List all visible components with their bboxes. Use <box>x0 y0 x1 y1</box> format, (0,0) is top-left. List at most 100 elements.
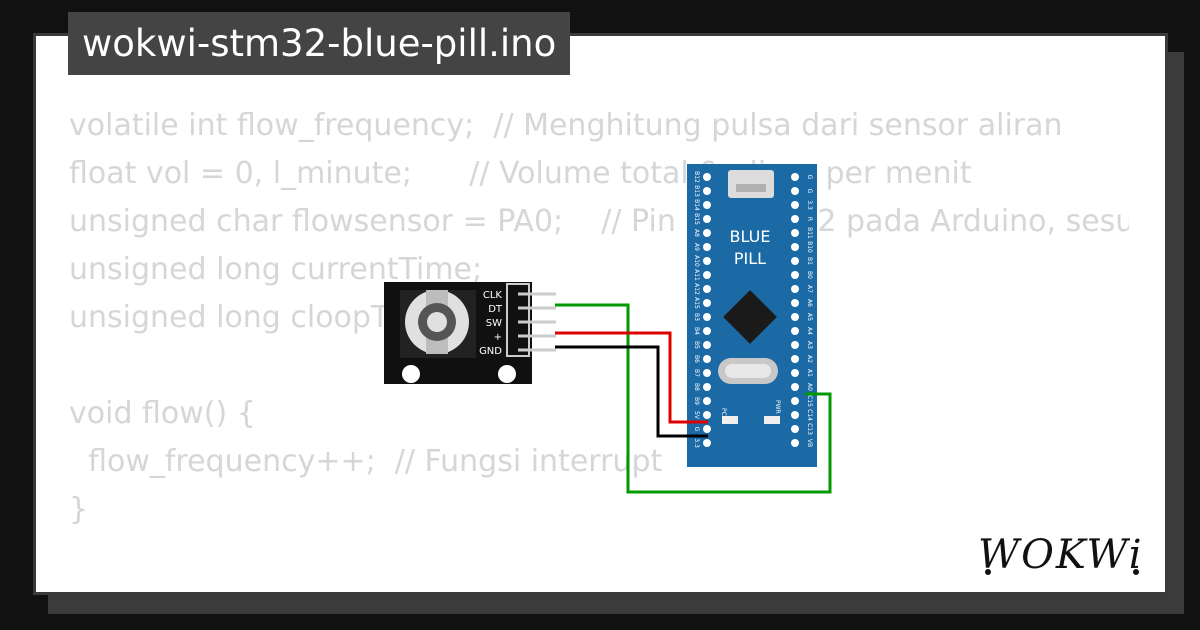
board-pin-label: A11 <box>693 269 700 281</box>
board-pin[interactable] <box>791 397 799 405</box>
wokwi-logo: WOKWi <box>978 532 1144 578</box>
code-preview: volatile int flow_frequency; // Menghitu… <box>69 102 1129 592</box>
board-pin[interactable] <box>703 439 711 447</box>
board-pin[interactable] <box>791 355 799 363</box>
board-pin[interactable] <box>703 215 711 223</box>
board-pin[interactable] <box>703 411 711 419</box>
board-pin[interactable] <box>703 271 711 279</box>
wires[interactable] <box>555 303 832 494</box>
encoder-mount-hole-left <box>402 365 420 383</box>
board-pin[interactable] <box>703 173 711 181</box>
board-pin-label: A1 <box>806 369 813 377</box>
board-pin[interactable] <box>703 397 711 405</box>
board-pin-label: A0 <box>806 383 813 391</box>
board-pin-label: A10 <box>693 255 700 267</box>
wire-clk-to-a0 <box>555 303 832 494</box>
board-pin-label: R <box>806 217 813 221</box>
board-pin[interactable] <box>703 187 711 195</box>
board-pin[interactable] <box>791 425 799 433</box>
board-pin[interactable] <box>791 383 799 391</box>
board-pin[interactable] <box>703 257 711 265</box>
board-pin[interactable] <box>791 439 799 447</box>
board-pin-label: C14 <box>806 409 813 421</box>
project-title: wokwi-stm32-blue-pill.ino <box>68 12 571 75</box>
board-pin[interactable] <box>703 383 711 391</box>
board-pin[interactable] <box>791 285 799 293</box>
board-pin-label: B11 <box>806 227 813 239</box>
led-pwr-label: PWR <box>774 400 781 414</box>
led-pwr <box>764 416 780 424</box>
board-pin-label: B6 <box>693 355 700 363</box>
board-pin-label: 3.3 <box>693 438 700 448</box>
board-pin[interactable] <box>703 425 711 433</box>
board-pin-label: C13 <box>806 423 813 435</box>
board-pin[interactable] <box>791 215 799 223</box>
board-pin[interactable] <box>703 201 711 209</box>
blue-pill-board[interactable]: BLUE PILL PC13 PWR B12B13B14B15A8A9A10A1… <box>687 164 817 467</box>
board-pin-label: A9 <box>693 243 700 251</box>
board-pin-label: B1 <box>806 257 813 265</box>
board-pin[interactable] <box>703 327 711 335</box>
board-pin[interactable] <box>791 257 799 265</box>
code-line: flow_frequency++; // Fungsi interrupt <box>69 444 663 479</box>
board-pin[interactable] <box>791 271 799 279</box>
board-pin[interactable] <box>791 313 799 321</box>
board-pin-label: A7 <box>806 285 813 293</box>
board-pin[interactable] <box>791 299 799 307</box>
board-pin-label: B0 <box>806 271 813 279</box>
board-pin-label: A6 <box>806 299 813 307</box>
board-pin[interactable] <box>791 229 799 237</box>
board-label-2: PILL <box>734 249 766 268</box>
code-line: void setup() { <box>69 582 1129 592</box>
board-pin[interactable] <box>791 411 799 419</box>
code-line: } <box>69 492 89 527</box>
board-pin[interactable] <box>703 313 711 321</box>
board-pin-label: A5 <box>806 313 813 321</box>
board-pin[interactable] <box>791 201 799 209</box>
board-pin-label: B7 <box>693 369 700 377</box>
board-pin[interactable] <box>703 229 711 237</box>
encoder-mount-hole-right <box>498 365 516 383</box>
board-pin[interactable] <box>703 299 711 307</box>
board-pin-label: B15 <box>693 213 700 225</box>
encoder-knob-center <box>427 312 447 332</box>
board-pin-label: A15 <box>693 297 700 309</box>
board-pin[interactable] <box>791 327 799 335</box>
board-pin[interactable] <box>791 187 799 195</box>
encoder-pin-label: CLK <box>483 290 503 301</box>
board-pin-label: 5V <box>693 411 700 420</box>
board-pin[interactable] <box>791 341 799 349</box>
board-pin-label: G <box>806 189 813 194</box>
crystal-top <box>725 364 771 378</box>
board-pin[interactable] <box>703 369 711 377</box>
board-pin-label: B4 <box>693 327 700 335</box>
board-pin-label: B8 <box>693 383 700 391</box>
encoder-pin-label: + <box>494 332 502 343</box>
board-pin[interactable] <box>791 369 799 377</box>
encoder-pin-label: DT <box>488 304 503 315</box>
board-pin-label: A12 <box>693 283 700 295</box>
board-pin[interactable] <box>703 285 711 293</box>
board-pin-label: B9 <box>693 397 700 405</box>
board-pin[interactable] <box>703 341 711 349</box>
board-pin-label: G <box>693 427 700 432</box>
board-pin-label: B13 <box>693 185 700 197</box>
board-pin-label: A4 <box>806 327 813 335</box>
board-pin-label: A8 <box>693 229 700 237</box>
board-pin-label: C15 <box>806 395 813 407</box>
code-line: volatile int flow_frequency; // Menghitu… <box>69 108 1063 143</box>
usb-port <box>736 184 766 192</box>
encoder-header <box>506 283 530 357</box>
board-pin[interactable] <box>791 243 799 251</box>
led-pc13 <box>722 416 738 424</box>
code-line: unsigned long currentTime; <box>69 252 483 287</box>
board-pin[interactable] <box>703 243 711 251</box>
board-pin[interactable] <box>703 355 711 363</box>
board-pin-label: A3 <box>806 341 813 349</box>
board-pin[interactable] <box>791 173 799 181</box>
board-pin-label: B12 <box>693 171 700 183</box>
wokwi-logo-text: WOKWi <box>978 532 1144 578</box>
board-pin-label: A2 <box>806 355 813 363</box>
